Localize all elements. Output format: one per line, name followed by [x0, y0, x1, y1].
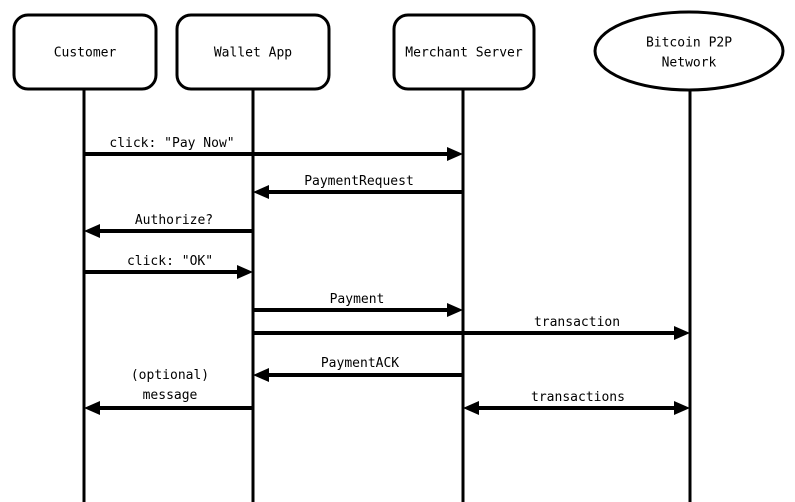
participant-bitcoin-label-line1: Bitcoin P2P — [646, 36, 732, 51]
message-transactions-label: transactions — [531, 390, 625, 405]
message-payment-ack-label: PaymentACK — [321, 356, 399, 371]
message-payment-label: Payment — [330, 292, 385, 307]
message-optional-message-arrowhead-left — [84, 401, 100, 415]
message-payment[interactable]: Payment — [253, 292, 463, 317]
participant-customer[interactable]: Customer — [12, 13, 158, 91]
message-transactions[interactable]: transactions — [463, 390, 690, 415]
message-click-pay-now-label: click: "Pay Now" — [109, 136, 234, 151]
message-transaction-arrowhead-right — [674, 326, 690, 340]
message-click-ok-arrowhead-right — [237, 265, 253, 279]
message-click-ok[interactable]: click: "OK" — [84, 254, 253, 279]
message-payment-ack[interactable]: PaymentACK — [253, 356, 463, 382]
message-click-ok-label: click: "OK" — [127, 254, 213, 269]
participant-customer-label: Customer — [54, 46, 117, 61]
message-authorize[interactable]: Authorize? — [84, 213, 253, 238]
message-payment-request-label: PaymentRequest — [304, 174, 414, 189]
participant-bitcoin-label-line2: Network — [662, 56, 717, 71]
participant-merchant-label: Merchant Server — [405, 46, 523, 61]
message-payment-arrowhead-right — [447, 303, 463, 317]
message-authorize-label: Authorize? — [135, 213, 213, 228]
message-transactions-arrowhead-right — [674, 401, 690, 415]
participant-customer-box[interactable] — [12, 13, 158, 91]
participant-merchant[interactable]: Merchant Server — [392, 13, 536, 91]
participant-wallet-label: Wallet App — [214, 46, 292, 61]
message-transaction[interactable]: transaction — [253, 315, 690, 340]
lifelines-group — [82, 89, 692, 502]
message-payment-request[interactable]: PaymentRequest — [253, 174, 463, 199]
participant-bitcoin[interactable]: Bitcoin P2P Network — [593, 10, 785, 92]
message-transactions-arrowhead-left — [463, 401, 479, 415]
participant-merchant-box[interactable] — [392, 13, 536, 91]
message-optional-message-label-line1: (optional) — [131, 368, 209, 383]
participant-wallet[interactable]: Wallet App — [175, 13, 331, 91]
message-click-pay-now[interactable]: click: "Pay Now" — [84, 136, 463, 161]
message-optional-message[interactable]: (optional) message — [84, 368, 253, 415]
message-payment-ack-arrowhead-left — [253, 368, 269, 382]
participant-wallet-box[interactable] — [175, 13, 331, 91]
participant-bitcoin-ellipse[interactable] — [593, 10, 785, 92]
message-transaction-label: transaction — [534, 315, 620, 330]
message-authorize-arrowhead-left — [84, 224, 100, 238]
message-optional-message-label-line2: message — [143, 388, 198, 403]
message-payment-request-arrowhead-left — [253, 185, 269, 199]
message-click-pay-now-arrowhead-right — [447, 147, 463, 161]
